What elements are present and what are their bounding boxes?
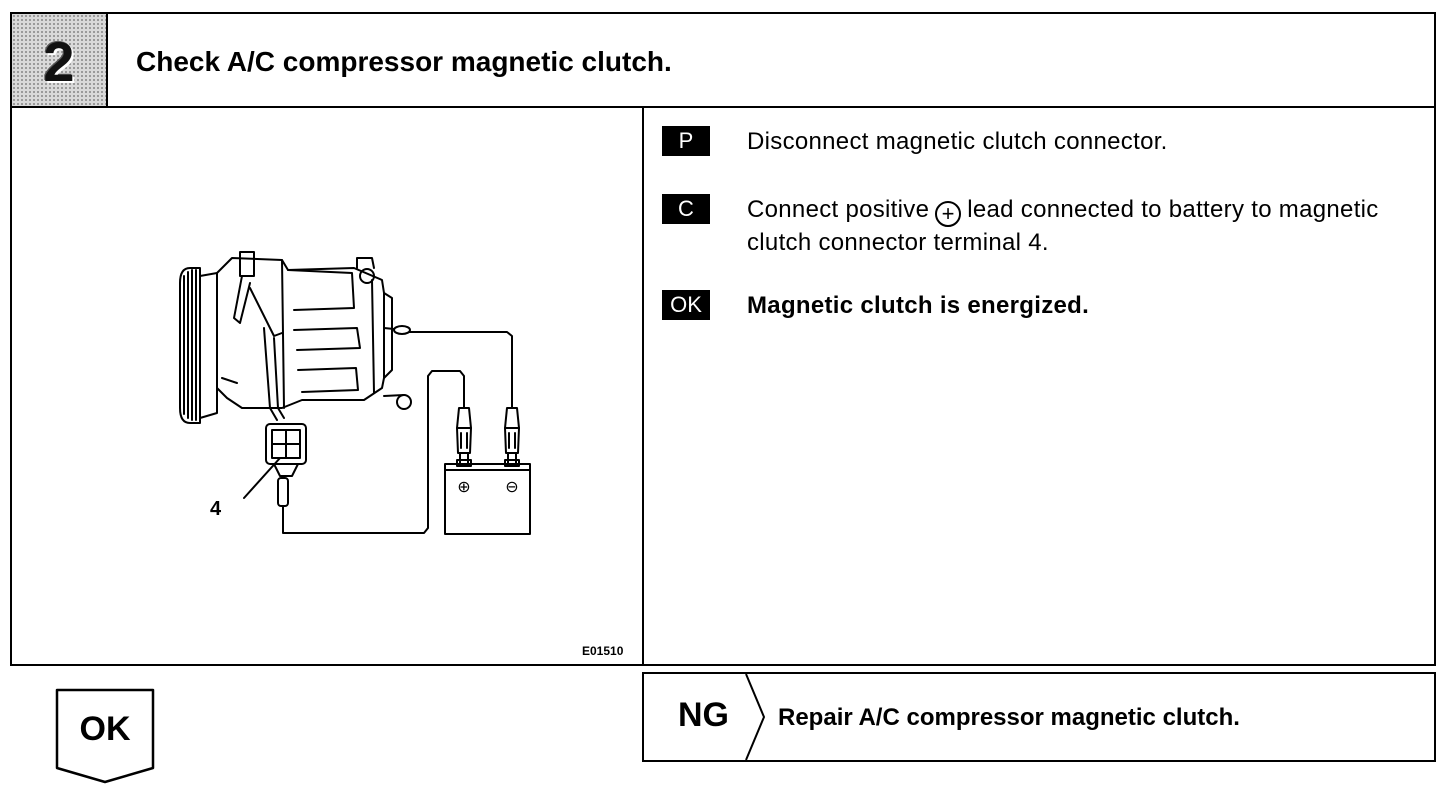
compressor-wiring-diagram: ⊕ ⊖ 4 [179, 251, 531, 535]
badge-c: C [662, 194, 710, 224]
positive-clip [456, 407, 472, 469]
battery-negative-symbol: ⊖ [505, 477, 518, 496]
instruction-c-text: Connect positive+lead connected to batte… [747, 194, 1412, 259]
step-title: Check A/C compressor magnetic clutch. [136, 46, 672, 77]
badge-ok: OK [662, 290, 710, 320]
positive-symbol: + [935, 201, 962, 227]
ng-chevron-divider [745, 674, 766, 760]
terminal-label: 4 [210, 498, 222, 520]
instruction-c-text-before: Connect positive [747, 196, 930, 223]
step-number-box: 2 [12, 14, 108, 108]
ng-label: NG [678, 696, 729, 734]
battery-positive-symbol: ⊕ [457, 477, 470, 496]
battery [444, 459, 531, 535]
compressor-body [216, 251, 412, 410]
ng-result-box: NG Repair A/C compressor magnetic clutch… [642, 672, 1436, 762]
clutch-connector [265, 423, 307, 507]
ok-label: OK [79, 710, 131, 748]
inspection-step-frame: 2 Check A/C compressor magnetic clutch. [10, 12, 1436, 666]
instruction-c-text-after: lead connected to battery to magnetic cl… [747, 196, 1379, 256]
title-divider [12, 106, 1434, 108]
ok-arrow-shape [55, 688, 155, 784]
ok-result-arrow: OK [55, 688, 155, 784]
instruction-p-text: Disconnect magnetic clutch connector. [747, 128, 1168, 155]
column-divider [642, 108, 644, 666]
badge-p: P [662, 126, 710, 156]
instruction-ok-text: Magnetic clutch is energized. [747, 292, 1090, 319]
ng-action-text: Repair A/C compressor magnetic clutch. [778, 704, 1240, 731]
compressor-pulley [179, 267, 218, 424]
step-number: 2 [43, 29, 75, 93]
figure-code: E01510 [582, 644, 624, 658]
